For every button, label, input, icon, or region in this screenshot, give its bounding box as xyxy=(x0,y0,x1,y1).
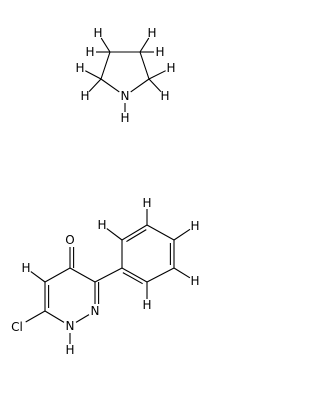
bond-c5-h5 xyxy=(30,271,46,283)
atom-label-h2b: H xyxy=(166,61,175,75)
bond-c3-c4 xyxy=(69,267,96,283)
bond-c4-h4a xyxy=(100,37,111,53)
bond-p4-p5 xyxy=(146,224,175,241)
bond-c2-h2b xyxy=(148,70,166,80)
atom-label-h4b: H xyxy=(85,45,94,59)
bond-c4-c5 xyxy=(100,51,111,80)
bond-c4-o xyxy=(69,247,75,268)
bond-n2-c3 xyxy=(94,282,100,304)
bond-c5-h5a xyxy=(85,70,102,80)
bond-c3-p1 xyxy=(94,267,123,283)
atom-label-h3b: H xyxy=(155,45,164,59)
bond-p3-p4 xyxy=(169,240,175,268)
atom-label-o: O xyxy=(65,233,74,247)
atom-label-cl: Cl xyxy=(11,320,23,334)
atom-label-n2: N xyxy=(91,304,100,318)
bond-c6-n1 xyxy=(44,310,65,323)
bond-n1-c2 xyxy=(130,78,150,93)
atom-label-h2a: H xyxy=(160,89,169,103)
pyrrolidine-bonds xyxy=(85,37,166,112)
bond-c4-c5 xyxy=(44,267,71,283)
bond-p2-p3 xyxy=(146,267,175,283)
atom-label-hp6: H xyxy=(97,218,106,232)
bond-p1-p2 xyxy=(121,267,148,285)
atom-label-hp4: H xyxy=(190,219,199,233)
bond-p4-hp4 xyxy=(173,228,191,241)
bond-c2-c3 xyxy=(139,51,150,80)
atom-label-n1: N xyxy=(66,319,75,333)
bond-n1-n2 xyxy=(75,314,90,323)
atom-label-h3a: H xyxy=(147,26,156,40)
bond-c5-c6 xyxy=(44,282,50,311)
atom-label-h5: H xyxy=(21,261,30,275)
bond-c5-h5b xyxy=(88,78,102,93)
pyridazinone-bonds xyxy=(25,209,191,344)
atom-label-h1: H xyxy=(65,343,74,357)
bond-p5-p6 xyxy=(121,224,148,243)
bond-c6-cl xyxy=(25,310,46,323)
bond-c2-h2a xyxy=(148,78,162,93)
atom-label-h4a: H xyxy=(93,26,102,40)
atom-label-hp5: H xyxy=(142,196,151,210)
atom-label-hp2: H xyxy=(142,298,151,312)
bond-c5-n1 xyxy=(100,78,120,93)
atom-label-n1: N xyxy=(121,89,130,103)
atom-label-hp3: H xyxy=(190,274,199,288)
bond-p6-hp6 xyxy=(106,228,123,241)
atom-label-h5a: H xyxy=(75,61,84,75)
bond-c3-h3a xyxy=(139,37,150,53)
atom-label-h5b: H xyxy=(80,89,89,103)
bond-p3-hp3 xyxy=(173,267,191,279)
atom-label-hn: H xyxy=(120,111,129,125)
